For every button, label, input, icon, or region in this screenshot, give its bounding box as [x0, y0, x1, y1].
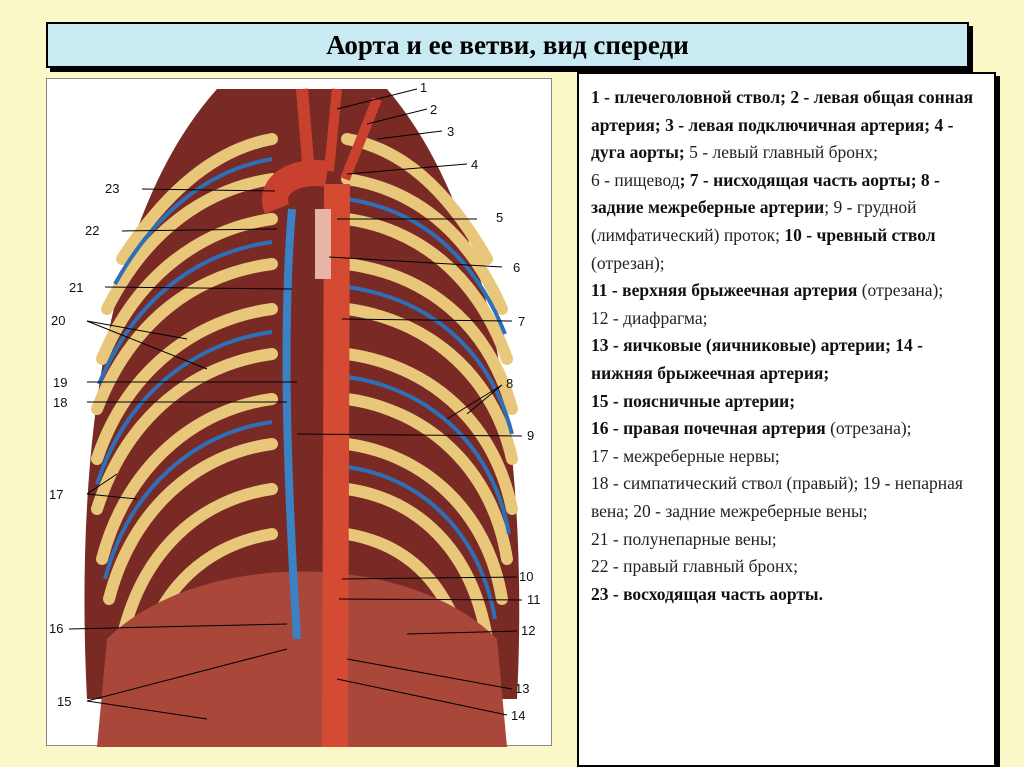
- callout-3: 3: [447, 124, 455, 139]
- slide-title: Аорта и ее ветви, вид спереди: [326, 29, 689, 60]
- callout-7: 7: [518, 314, 526, 329]
- callout-5: 5: [496, 210, 504, 225]
- callout-18: 18: [53, 395, 68, 410]
- legend-seg-18: 22 - правый главный бронх;: [591, 556, 799, 577]
- callout-11: 11: [527, 592, 541, 607]
- callout-20: 20: [51, 313, 66, 328]
- callout-23: 23: [105, 181, 120, 196]
- legend-seg-16: 18 - симпатический ствол (правый); 19 - …: [591, 473, 963, 521]
- thorax-drawing: [68, 88, 523, 747]
- legend-seg-12: 15 - поясничные артерии;: [591, 390, 796, 411]
- legend-seg-7: (отрезан);: [591, 252, 665, 273]
- legend-seg-15: 17 - межреберные нервы;: [591, 445, 780, 466]
- callout-13: 13: [515, 681, 530, 696]
- callout-15: 15: [57, 694, 72, 709]
- legend-seg-14: (отрезана);: [825, 418, 912, 439]
- callout-19: 19: [53, 375, 68, 390]
- legend-seg-8: 11 - верхняя брыжеечная артерия: [591, 280, 858, 301]
- callout-17: 17: [49, 487, 64, 502]
- legend-panel: 1 - плечеголовной ствол; 2 - левая общая…: [577, 72, 996, 767]
- callout-4: 4: [471, 157, 479, 172]
- legend-seg-5: ; 9 - грудной (лимфатический) проток;: [591, 197, 917, 245]
- callout-2: 2: [430, 102, 438, 117]
- legend-seg-13: 16 - правая почечная артерия: [591, 418, 826, 439]
- legend-seg-1: 1 - плечеголовной ствол; 2 - левая общая…: [591, 87, 974, 163]
- legend-seg-11: 13 - яичковые (яичниковые) артерии; 14 -…: [591, 335, 924, 383]
- legend-seg-4: ; 7 - нисходящая часть аорты; 8 - задние…: [591, 169, 940, 218]
- legend-seg-19: 23 - восходящая часть аорты.: [591, 583, 823, 604]
- callout-21: 21: [69, 280, 84, 295]
- title-banner: Аорта и ее ветви, вид спереди: [46, 22, 969, 68]
- callout-10: 10: [519, 569, 534, 584]
- callout-16: 16: [49, 621, 64, 636]
- callout-12: 12: [521, 623, 536, 638]
- legend-seg-6: 10 - чревный ствол: [784, 224, 936, 245]
- callout-9: 9: [527, 428, 535, 443]
- legend-seg-17: 21 - полунепарные вены;: [591, 528, 777, 549]
- callout-8: 8: [506, 376, 514, 391]
- callout-22: 22: [85, 223, 100, 238]
- legend-seg-3: 6 - пищевод: [591, 169, 680, 190]
- callout-1: 1: [420, 80, 428, 95]
- anatomy-illustration: 1 2 3 4 5 6 7 8 9 10 11 12 13 14 15 16 1…: [46, 78, 552, 747]
- legend-seg-9: (отрезана);: [857, 280, 944, 301]
- legend-text: 1 - плечеголовной ствол; 2 - левая общая…: [591, 84, 986, 608]
- legend-seg-2: 5 - левый главный бронх;: [684, 142, 879, 163]
- legend-seg-10: 12 - диафрагма;: [591, 307, 708, 328]
- callout-6: 6: [513, 260, 521, 275]
- callout-14: 14: [511, 708, 526, 723]
